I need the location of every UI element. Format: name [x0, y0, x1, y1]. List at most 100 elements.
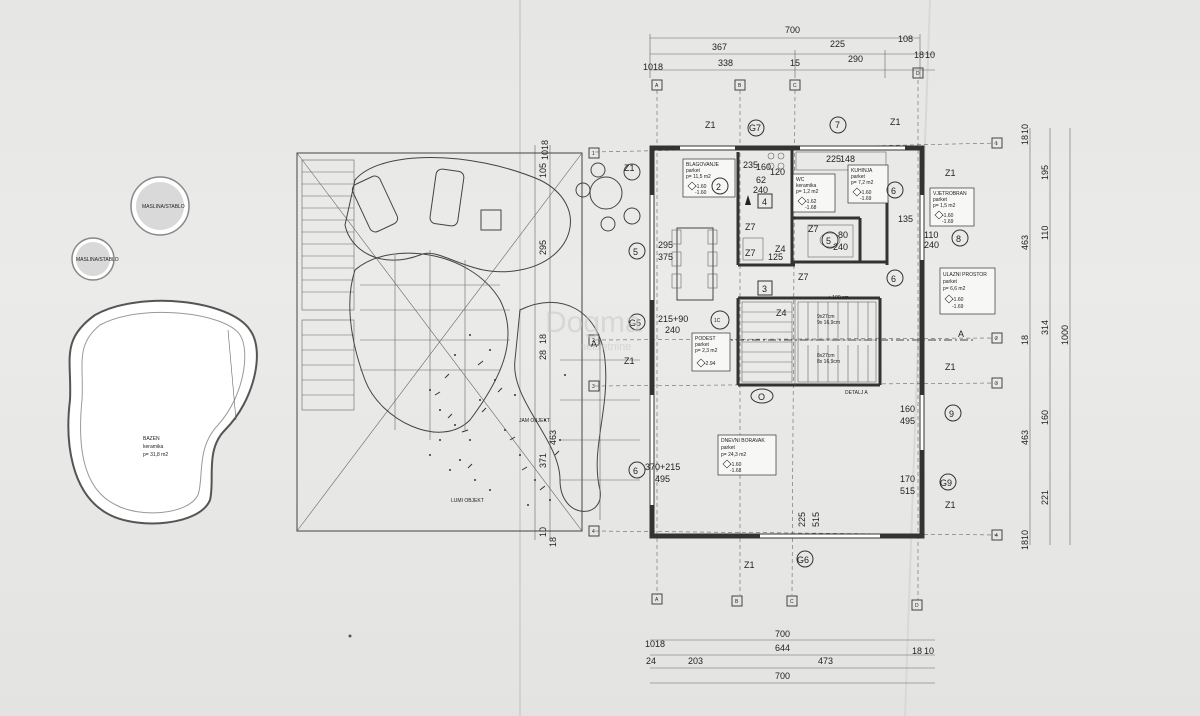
stair-run-2b: 8x 16,9cm — [817, 359, 840, 365]
svg-text:p= 11,5 m2: p= 11,5 m2 — [686, 174, 711, 180]
stair-run-1: 9x27cm — [817, 314, 835, 320]
window-lines — [649, 145, 925, 539]
north-arrow-icon — [745, 195, 751, 205]
axis-3-left: 3 — [592, 384, 595, 390]
dim-left-10b: 10 — [538, 527, 548, 537]
svg-text:-1.68: -1.68 — [805, 205, 817, 211]
svg-text:-1.69: -1.69 — [860, 196, 872, 202]
marker-g6: G6 — [797, 555, 809, 565]
marker-8: 8 — [956, 234, 961, 244]
axis-d-top: D — [916, 71, 920, 77]
svg-text:Z1: Z1 — [705, 120, 716, 130]
terrace-outline — [296, 152, 583, 532]
svg-text:495: 495 — [655, 474, 670, 484]
room-label-kitchen: KUHINJA parket p= 7,2 m2 -1.60 -1.69 — [847, 164, 889, 204]
tree-label-2: MASLINA/STABLO — [76, 257, 119, 263]
dim-bot-700b: 700 — [775, 671, 790, 681]
svg-text:-1.60: -1.60 — [730, 462, 742, 468]
svg-text:Z1: Z1 — [945, 362, 956, 372]
svg-text:Z7: Z7 — [745, 248, 756, 258]
axis-4-left: 4 — [592, 529, 595, 535]
olive-tree-fill — [76, 242, 110, 276]
svg-text:240: 240 — [753, 185, 768, 195]
svg-text:Z1: Z1 — [624, 163, 635, 173]
dim-bot-473: 473 — [818, 656, 833, 666]
olive-tree-fill — [136, 182, 184, 230]
svg-text:parket: parket — [695, 342, 710, 348]
paper-fold — [904, 0, 931, 716]
dim-top-total: 700 — [785, 25, 800, 35]
svg-text:p= 1,2 m2: p= 1,2 m2 — [796, 189, 819, 195]
svg-text:parket: parket — [686, 168, 701, 174]
svg-text:375: 375 — [658, 252, 673, 262]
dim-top-290: 290 — [848, 54, 863, 64]
marker-g9: G9 — [940, 478, 952, 488]
marker-g5: G5 — [629, 318, 641, 328]
svg-text:-1.69: -1.69 — [942, 219, 954, 225]
svg-text:Z1: Z1 — [744, 560, 755, 570]
svg-text:Z1: Z1 — [890, 117, 901, 127]
staircase — [741, 301, 877, 383]
pool-inner-edge — [80, 311, 246, 514]
dim-right-10a: 10 — [1020, 124, 1030, 134]
svg-text:170: 170 — [900, 474, 915, 484]
svg-text:235: 235 — [743, 160, 758, 170]
dim-right-1000: 1000 — [1060, 325, 1070, 345]
planting-strokes — [434, 360, 560, 491]
svg-text:Z4: Z4 — [776, 308, 787, 318]
dim-top-18: 18 — [653, 62, 663, 72]
marker-6c: 6 — [633, 466, 638, 476]
svg-text:keramika: keramika — [796, 183, 817, 189]
svg-text:135: 135 — [898, 214, 913, 224]
svg-text:Z1: Z1 — [945, 500, 956, 510]
axis-4-right: 4 — [995, 533, 998, 539]
lumi-objekt-label: LUMI OBJEKT — [451, 498, 484, 504]
svg-text:-1.60: -1.60 — [695, 190, 707, 196]
section-a-label-left: A — [591, 339, 597, 349]
svg-text:62: 62 — [756, 175, 766, 185]
jam-objekt-label: JAM OBJEKT — [519, 418, 550, 424]
axis-b-bottom: B — [735, 599, 739, 605]
dim-right-463a: 463 — [1020, 235, 1030, 250]
marker-4: 4 — [762, 197, 767, 207]
axis-2-right: 2 — [995, 336, 998, 342]
svg-text:125: 125 — [768, 252, 783, 262]
dim-top-c: 108 — [898, 34, 913, 44]
dim-right-221: 221 — [1040, 490, 1050, 505]
dim-bot-18b: 18 — [912, 646, 922, 656]
svg-text:p= 7,2 m2: p= 7,2 m2 — [851, 180, 874, 186]
svg-text:Z7: Z7 — [798, 272, 809, 282]
dim-left-28: 28 — [538, 350, 548, 360]
dim-top-15: 15 — [790, 58, 800, 68]
svg-text:240: 240 — [924, 240, 939, 250]
paper-speck — [348, 634, 352, 638]
svg-text:160: 160 — [756, 162, 771, 172]
dining-table — [676, 227, 714, 301]
svg-text:80: 80 — [838, 230, 848, 240]
svg-text:parket: parket — [851, 174, 866, 180]
svg-text:240: 240 — [665, 325, 680, 335]
svg-text:495: 495 — [900, 416, 915, 426]
sunbed — [351, 175, 399, 233]
svg-text:120: 120 — [770, 167, 785, 177]
marker-g7: G7 — [749, 123, 761, 133]
sunbed — [429, 168, 465, 227]
dim-left-105: 105 — [538, 163, 548, 178]
round-table — [589, 176, 623, 210]
stair-run-1b: 9x 16,9cm — [817, 320, 840, 326]
room-label-vestibule: VJETROBRAN parket p= 1,5 m2 -1.60 -1.69 — [929, 187, 975, 227]
pool-floor: keramika — [143, 444, 164, 450]
svg-text:WC: WC — [796, 177, 805, 183]
dim-left-371: 371 — [538, 453, 548, 468]
dim-right-160: 160 — [1040, 410, 1050, 425]
svg-text:KUHINJA: KUHINJA — [851, 168, 873, 174]
watermark-sub: nekretnine — [580, 341, 631, 353]
svg-text:Z1: Z1 — [945, 168, 956, 178]
svg-text:-1.60: -1.60 — [695, 184, 707, 190]
svg-text:p= 24,3 m2: p= 24,3 m2 — [721, 452, 746, 458]
swimming-pool — [67, 299, 258, 525]
paver-grid — [360, 250, 640, 520]
stair-run-2: 8x27cm — [817, 353, 835, 359]
dim-top-a: 367 — [712, 42, 727, 52]
svg-text:p= 6,6 m2: p= 6,6 m2 — [943, 286, 966, 292]
